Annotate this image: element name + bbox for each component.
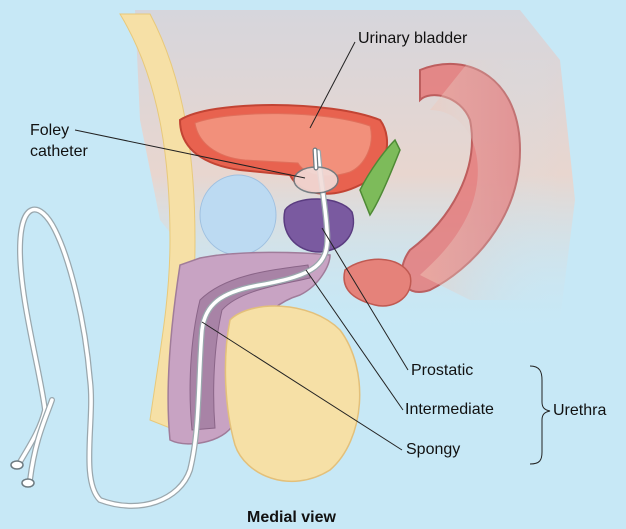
catheter-balloon — [294, 167, 338, 193]
caption: Medial view — [247, 509, 336, 527]
catheter-port-2 — [22, 479, 34, 487]
prostatic-label: Prostatic — [411, 362, 473, 380]
urethra-brace — [530, 366, 550, 464]
catheter-tip-inner — [315, 150, 316, 168]
scrotum — [225, 306, 359, 481]
foley-catheter-label-line1: Foley — [30, 122, 69, 140]
urethra-label: Urethra — [553, 402, 606, 420]
spongy-label: Spongy — [406, 441, 460, 459]
intermediate-label: Intermediate — [405, 401, 494, 419]
foley-catheter-label-line2: catheter — [30, 143, 88, 161]
urinary-bladder-label: Urinary bladder — [358, 30, 467, 48]
catheter-port-1 — [11, 461, 23, 469]
pubic-bone — [200, 175, 276, 255]
